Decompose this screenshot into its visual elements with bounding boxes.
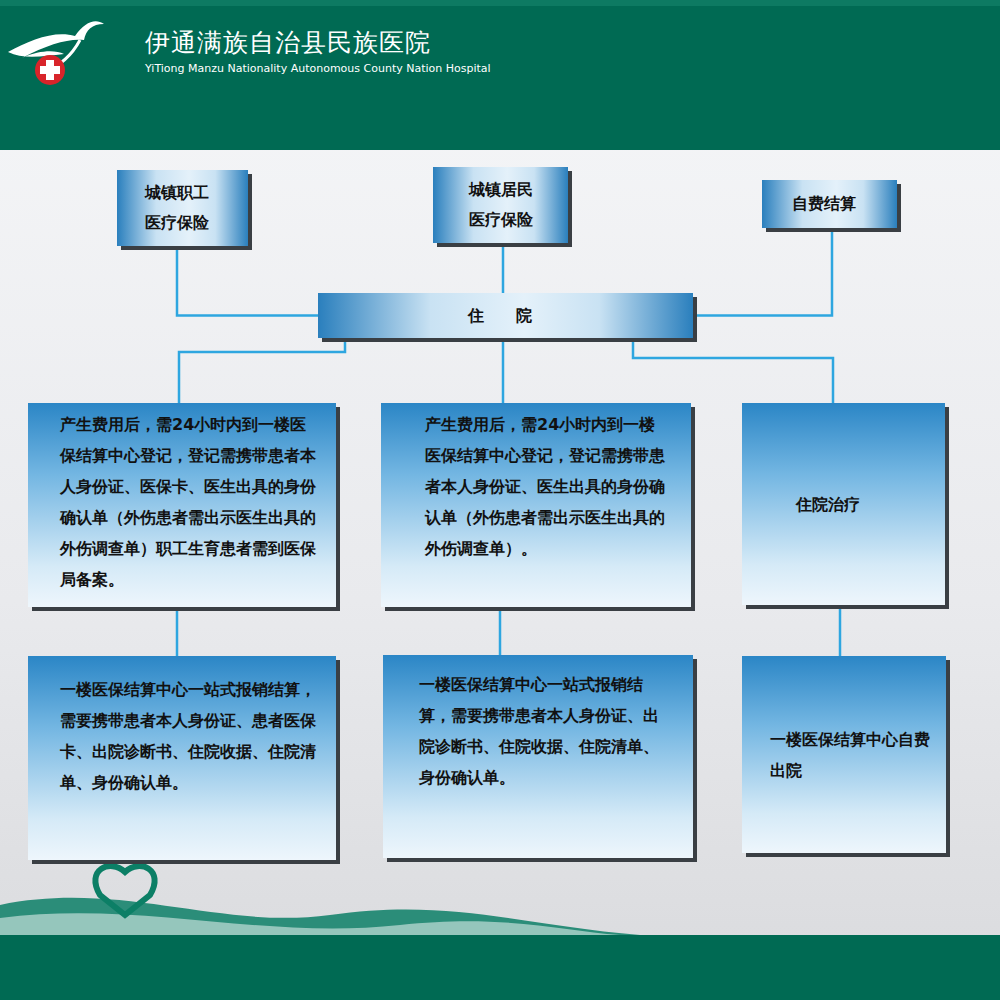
- step-box: 一楼医保结算中心一站式报销结算，需要携带患者本人身份证、出院诊断书、住院收据、住…: [383, 655, 693, 858]
- connector-line: [499, 611, 502, 655]
- category-box: 自费结算: [762, 180, 897, 228]
- box-text: 城镇居民 医疗保险: [469, 175, 543, 235]
- header-band: [0, 0, 1000, 150]
- box-text: 住院治疗: [796, 489, 929, 520]
- footer-wave: [0, 898, 640, 935]
- connector-line: [502, 338, 505, 403]
- box-text: 一楼医保结算中心自费出院: [770, 724, 932, 786]
- footer-band: [0, 935, 1000, 1000]
- hospital-name-english: YiTiong Manzu Nationality Autonomous Cou…: [145, 62, 491, 75]
- step-box: 产生费用后，需24小时内到一楼医保结算中心登记，登记需携带患者本人身份证、医生出…: [381, 403, 691, 607]
- connector-line: [693, 228, 832, 316]
- hospital-name: 伊通满族自治县民族医院: [145, 26, 491, 59]
- step-box: 产生费用后，需24小时内到一楼医保结算中心登记，登记需携带患者本人身份证、医保卡…: [28, 403, 336, 607]
- step-box: 住院治疗: [742, 403, 945, 605]
- heart-emblem: [95, 866, 154, 915]
- footer-wave-light: [0, 913, 620, 935]
- header-edge: [0, 0, 1000, 6]
- box-text: 产生费用后，需24小时内到一楼医保结算中心登记，登记需携带患者本人身份证、医生出…: [425, 409, 671, 564]
- connector-line: [839, 609, 842, 656]
- connector-line: [177, 246, 318, 316]
- box-text: 住院: [468, 301, 683, 331]
- step-box: 一楼医保结算中心自费出院: [742, 656, 946, 853]
- box-text: 自费结算: [792, 189, 887, 219]
- box-text: 产生费用后，需24小时内到一楼医保结算中心登记，登记需携带患者本人身份证、医保卡…: [60, 409, 320, 595]
- category-box: 住院: [318, 293, 693, 338]
- connector-line: [633, 338, 833, 403]
- connector-line: [502, 243, 505, 293]
- category-box: 城镇居民 医疗保险: [433, 167, 568, 243]
- connector-line: [176, 611, 179, 656]
- box-text: 一楼医保结算中心一站式报销结算，需要携带患者本人身份证、患者医保卡、出院诊断书、…: [60, 674, 320, 798]
- header: 伊通满族自治县民族医院 YiTiong Manzu Nationality Aut…: [145, 26, 491, 75]
- connector-line: [179, 338, 345, 403]
- category-box: 城镇职工 医疗保险: [117, 170, 248, 246]
- step-box: 一楼医保结算中心一站式报销结算，需要携带患者本人身份证、患者医保卡、出院诊断书、…: [28, 656, 336, 860]
- box-text: 一楼医保结算中心一站式报销结算，需要携带患者本人身份证、出院诊断书、住院收据、住…: [419, 669, 673, 793]
- hospital-logo: [8, 21, 104, 85]
- box-text: 城镇职工 医疗保险: [145, 178, 219, 238]
